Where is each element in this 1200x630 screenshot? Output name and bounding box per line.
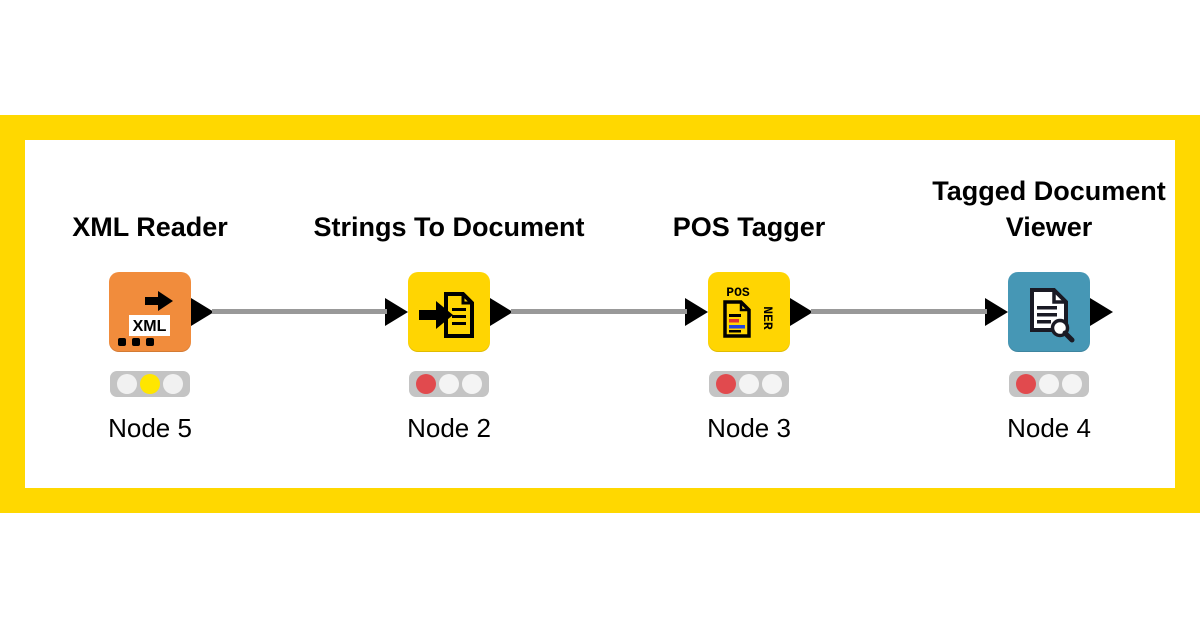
node-label: Node 2: [407, 413, 491, 443]
status-bulb: [739, 374, 759, 394]
output-port[interactable]: [790, 298, 813, 326]
strings-to-document-icon: [419, 292, 474, 338]
node-title: Strings To Document: [313, 212, 585, 242]
status-bulb: [1039, 374, 1059, 394]
connection[interactable]: [811, 309, 987, 314]
node-label: Node 5: [108, 413, 192, 443]
connection[interactable]: [511, 309, 687, 314]
output-port[interactable]: [191, 298, 214, 326]
status-bulb: [416, 374, 436, 394]
workflow-editor-canvas: [25, 140, 1175, 488]
status-bulb: [762, 374, 782, 394]
status-bulb: [439, 374, 459, 394]
status-bulb: [163, 374, 183, 394]
node-title: POS Tagger: [672, 212, 826, 242]
status-bulb: [140, 374, 160, 394]
tagged-document-viewer-icon: [1030, 288, 1075, 343]
node-tagged-document-viewer[interactable]: [1008, 272, 1090, 352]
svg-text:NER: NER: [760, 306, 775, 330]
node-label: Node 3: [707, 413, 791, 443]
node-title: XML Reader: [72, 212, 228, 242]
xml-reader-icon: XML: [118, 291, 173, 346]
status-bulb: [716, 374, 736, 394]
node-strings-to-document[interactable]: [408, 272, 490, 352]
status-traffic-light: [1009, 371, 1089, 397]
status-bulb: [1016, 374, 1036, 394]
node-pos-tagger[interactable]: POS NER: [708, 272, 790, 352]
pos-tagger-icon: POS NER: [723, 285, 775, 338]
input-port[interactable]: [685, 298, 708, 326]
status-traffic-light: [110, 371, 190, 397]
input-port[interactable]: [385, 298, 408, 326]
node-title: Tagged Document Viewer: [932, 176, 1166, 242]
status-bulb: [462, 374, 482, 394]
status-bulb: [117, 374, 137, 394]
status-traffic-light: [409, 371, 489, 397]
output-port[interactable]: [1090, 298, 1113, 326]
svg-text:XML: XML: [133, 318, 167, 335]
status-bulb: [1062, 374, 1082, 394]
node-label: Node 4: [1007, 413, 1091, 443]
svg-text:POS: POS: [726, 285, 750, 300]
connection[interactable]: [212, 309, 387, 314]
output-port[interactable]: [490, 298, 513, 326]
input-port[interactable]: [985, 298, 1008, 326]
node-xml-reader[interactable]: XML: [109, 272, 191, 352]
status-traffic-light: [709, 371, 789, 397]
